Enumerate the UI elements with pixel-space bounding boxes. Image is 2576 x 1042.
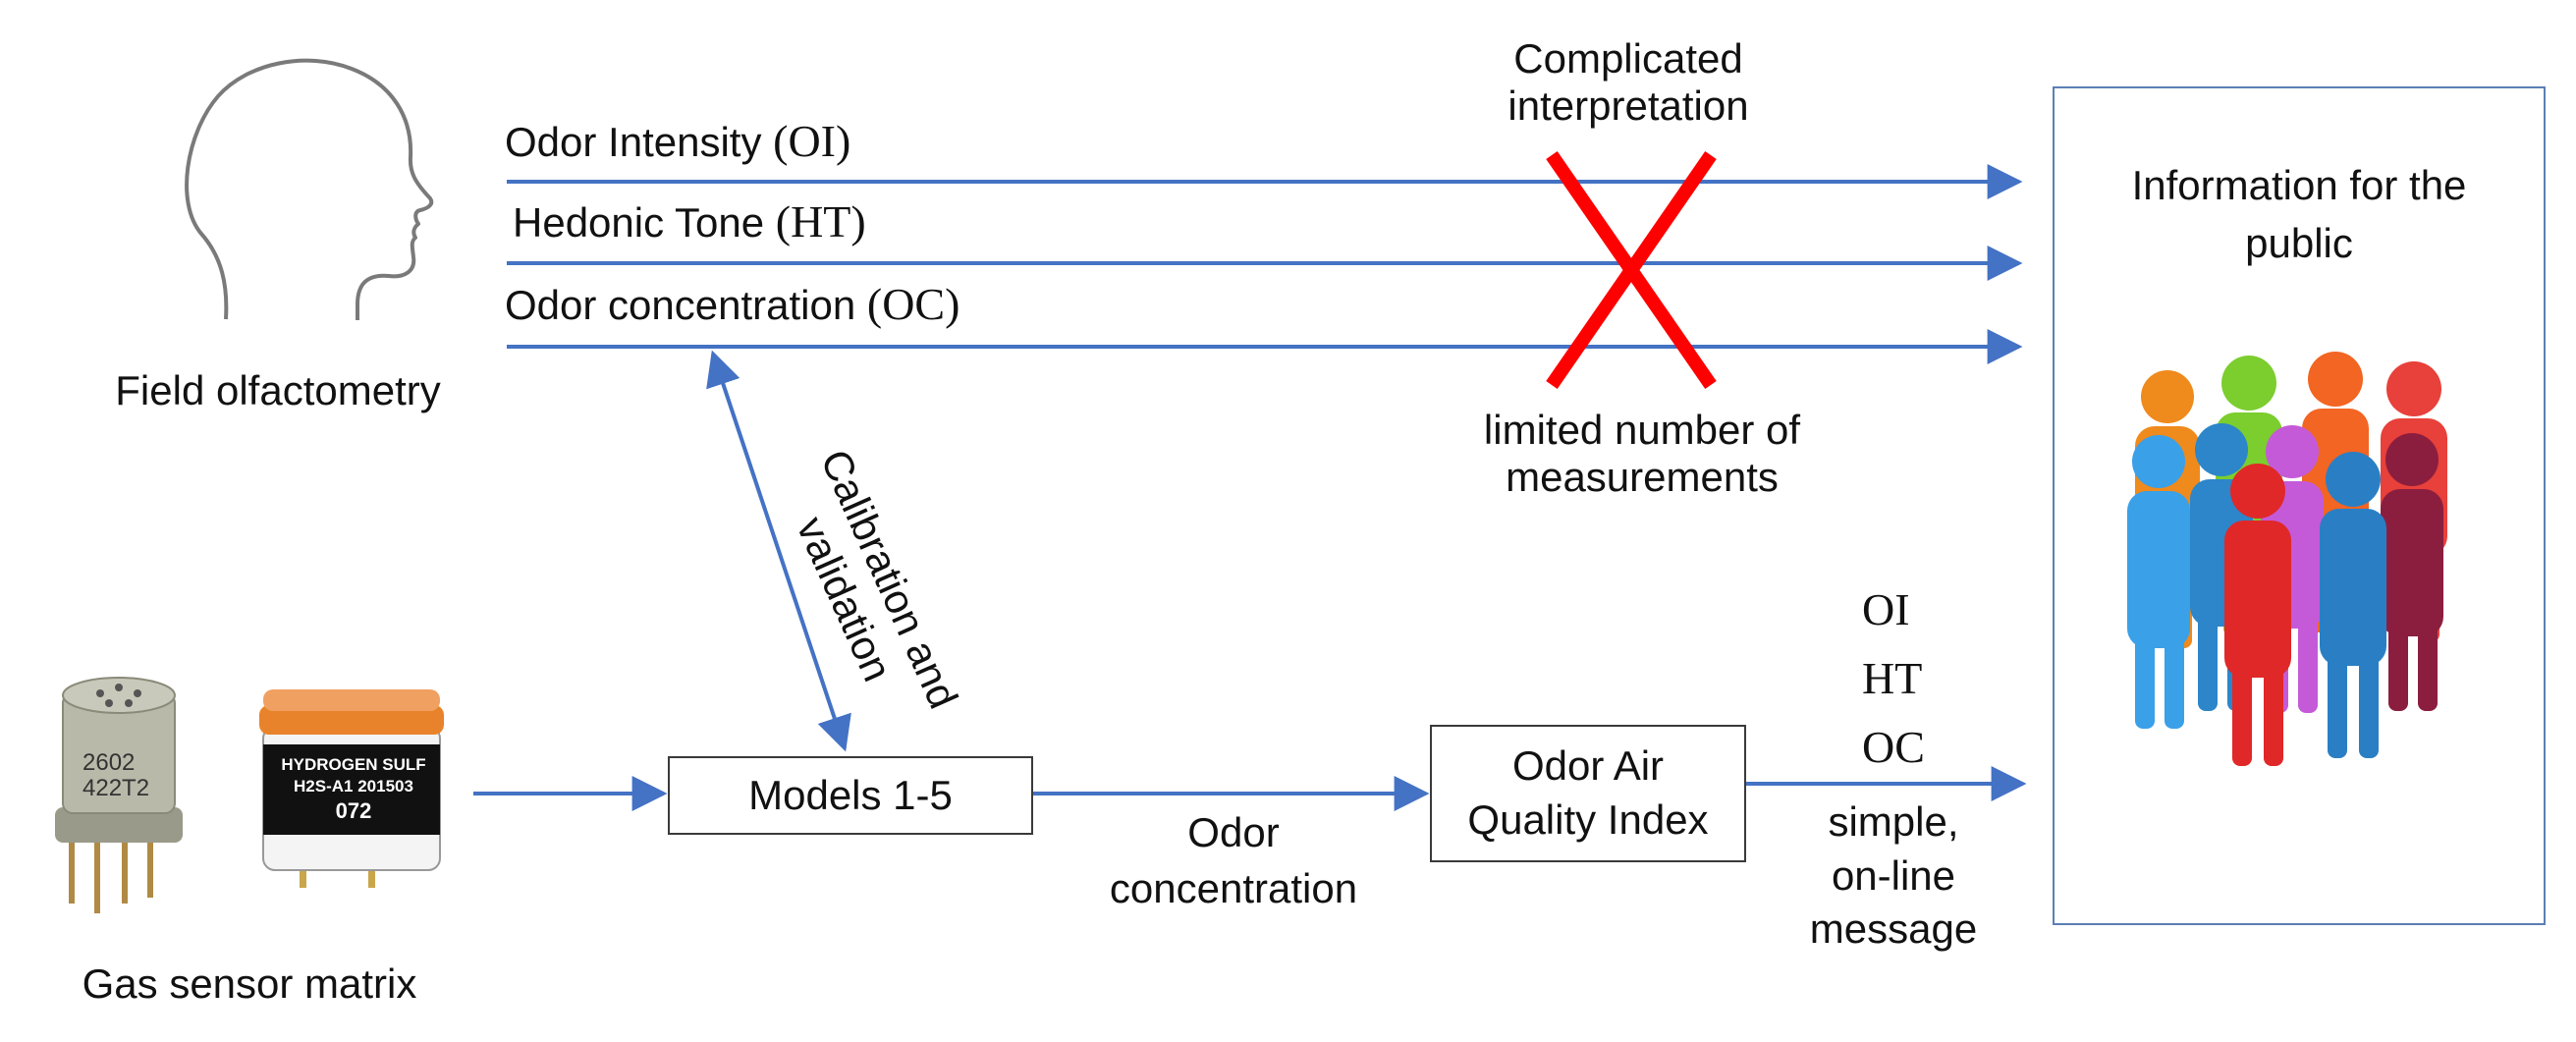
output-oi: OI [1862, 584, 1910, 634]
red-cross-icon [1546, 151, 1717, 389]
complicated-line2: interpretation [1507, 82, 1749, 130]
person-red-front [2224, 464, 2291, 766]
oc-label: Odor concentration (OC) [505, 279, 959, 331]
person-blue-front [2320, 452, 2386, 758]
oc-name: Odor concentration [505, 282, 856, 328]
sensor1-print: 2602 422T2 [82, 749, 150, 802]
public-panel-title: Information for the public [2055, 157, 2544, 273]
sensor2-line3: 072 [335, 798, 372, 824]
person-maroon [2381, 433, 2443, 711]
oi-label: Odor Intensity (OI) [505, 116, 850, 168]
oi-abbr: (OI) [773, 116, 851, 166]
simple-line2: on-line [1831, 851, 1956, 899]
sensor2-line2: H2S-A1 201503 [294, 777, 413, 796]
limited-measurements-note: limited number of measurements [1484, 407, 1800, 502]
limited-line2: measurements [1506, 454, 1779, 501]
h2s-sensor-icon [259, 689, 444, 888]
odor-conc-line2: concentration [1109, 864, 1358, 911]
output-indices: OI HT OC [1862, 576, 1925, 782]
field-olfactometry-label: Field olfactometry [115, 367, 441, 413]
odor-conc-line1: Odor [1187, 809, 1280, 855]
complicated-interpretation-note: Complicated interpretation [1507, 35, 1748, 131]
simple-message-note: simple, on-line message [1810, 795, 1977, 957]
models-label: Models 1-5 [748, 771, 953, 818]
sensor1-line1: 2602 [82, 749, 136, 776]
complicated-line1: Complicated [1513, 35, 1743, 82]
output-ht: HT [1862, 652, 1923, 703]
aqi-line2: Quality Index [1467, 796, 1709, 843]
gas-sensor-can-icon [55, 677, 183, 913]
simple-line1: simple, [1828, 798, 1959, 845]
output-oc: OC [1862, 721, 1925, 772]
aqi-line1: Odor Air [1511, 742, 1665, 790]
sensor2-line1: HYDROGEN SULF [281, 755, 426, 774]
aqi-box: Odor Air Quality Index [1430, 725, 1746, 862]
human-head-icon [185, 58, 434, 320]
sensor2-print: HYDROGEN SULF H2S-A1 201503 072 [269, 754, 438, 826]
oi-name: Odor Intensity [505, 119, 762, 165]
ht-name: Hedonic Tone [513, 199, 765, 246]
people-crowd-icon [2127, 352, 2447, 766]
ht-abbr: (HT) [775, 196, 866, 247]
public-title-line2: public [2245, 219, 2353, 266]
ht-label: Hedonic Tone (HT) [513, 196, 866, 248]
gas-sensor-matrix-label: Gas sensor matrix [82, 960, 417, 1007]
public-title-line1: Information for the [2131, 162, 2467, 208]
limited-line1: limited number of [1483, 407, 1801, 453]
odor-concentration-note: Odor concentration [1110, 805, 1357, 916]
simple-line3: message [1809, 905, 1978, 953]
calibration-arrow [706, 350, 851, 752]
person-light-blue [2127, 435, 2190, 729]
oc-abbr: (OC) [866, 279, 960, 329]
public-information-panel: Information for the public [2053, 86, 2546, 925]
models-box: Models 1-5 [668, 756, 1033, 835]
sensor1-line2: 422T2 [82, 775, 150, 802]
